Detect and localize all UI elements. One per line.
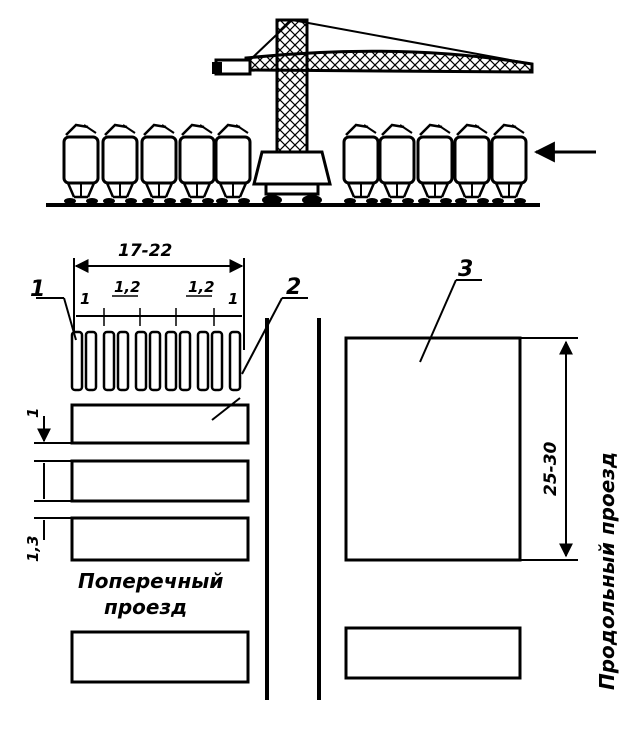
crane-scene <box>46 18 596 207</box>
dim-pitch-left: 1,2 <box>114 278 141 296</box>
railcar-icon <box>101 123 139 206</box>
railcar-icon <box>62 123 100 206</box>
label-item-2: 2 <box>286 275 301 300</box>
label-item-1: 1 <box>30 277 45 302</box>
storage-block-column <box>70 403 250 684</box>
dim-pitch-right: 1,2 <box>188 278 215 296</box>
dim-zone-length: 25-30 <box>541 441 561 496</box>
dim-row-gap-1: 1 <box>24 408 42 418</box>
left-layout: 17-22 1 1,2 1,2 1 1 <box>24 241 308 684</box>
right-layout: 3 25-30 Продольный проезд <box>344 257 619 690</box>
railcar-icon <box>453 123 491 206</box>
railcar-icon <box>214 123 252 206</box>
tower-crane-icon <box>212 18 534 205</box>
railcar-icon <box>416 123 454 206</box>
railcar-icon <box>378 123 416 206</box>
railcar-icon <box>178 123 216 206</box>
road-transverse-line1: Поперечный <box>78 569 223 593</box>
railcar-icon <box>490 123 528 206</box>
dim-gap-left: 1 <box>80 290 90 308</box>
road-longitudinal: Продольный проезд <box>595 452 619 690</box>
railcar-icon <box>140 123 178 206</box>
label-item-3: 3 <box>458 257 473 282</box>
dim-overall-width: 17-22 <box>118 241 172 261</box>
railcar-icon <box>342 123 380 206</box>
dim-row-gap-2: 1,3 <box>24 535 42 562</box>
storage-zone-3 <box>344 336 522 562</box>
storage-block-right <box>344 626 522 680</box>
cassette-rack-row <box>70 330 242 392</box>
dim-gap-right: 1 <box>228 290 238 308</box>
road-transverse-line2: проезд <box>104 595 187 619</box>
